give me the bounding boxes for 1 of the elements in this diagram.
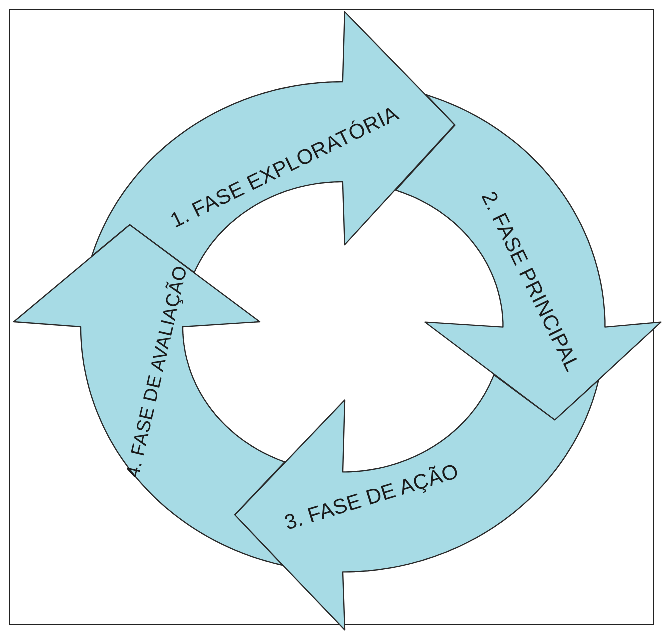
- phase-label: 3. FASE DE AÇÃO: [282, 460, 462, 536]
